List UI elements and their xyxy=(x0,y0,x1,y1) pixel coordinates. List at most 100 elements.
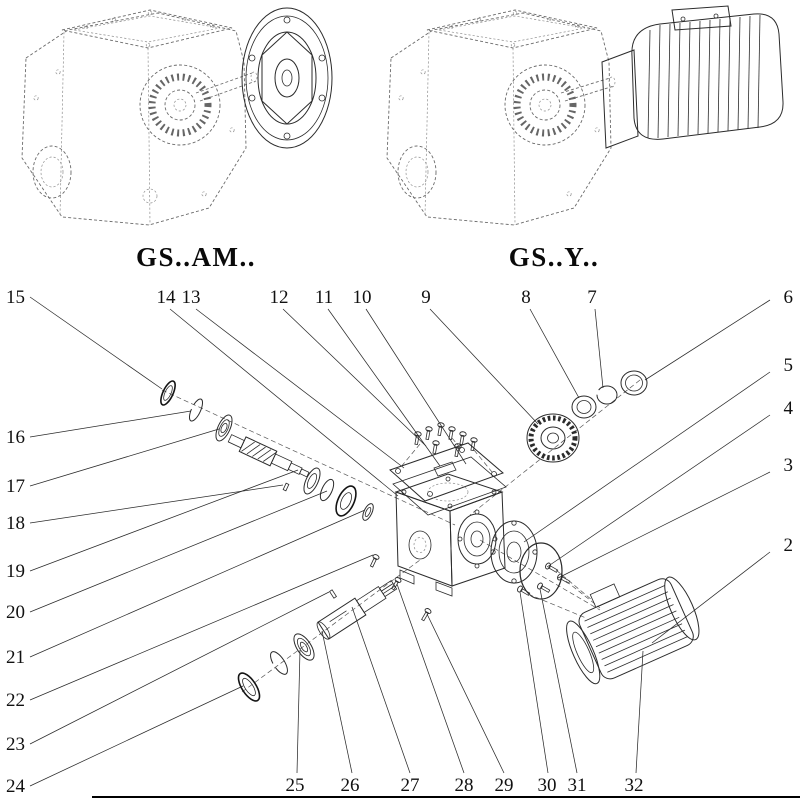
leader-line-part-13 xyxy=(195,308,405,469)
gear-housing xyxy=(394,473,506,597)
part-number-26: 26 xyxy=(341,775,360,796)
leader-line-part-3 xyxy=(557,471,771,579)
leader-line-part-25 xyxy=(296,649,301,774)
leader-line-part-9 xyxy=(429,308,539,425)
output-snap-ring xyxy=(270,651,288,675)
leader-line-part-30 xyxy=(519,591,549,774)
part-number-5: 5 xyxy=(784,355,794,376)
input-bearing-2 xyxy=(303,467,321,495)
flange-bolts xyxy=(516,561,601,619)
part-number-30: 30 xyxy=(538,775,557,796)
input-key xyxy=(282,482,290,492)
leader-line-part-8 xyxy=(529,308,580,399)
output-o-ring xyxy=(519,542,563,600)
exploded-motor xyxy=(566,576,700,685)
variant-label-gs-y: GS..Y.. xyxy=(509,242,600,272)
part-number-15: 15 xyxy=(6,287,25,308)
part-number-6: 6 xyxy=(784,287,794,308)
part-number-8: 8 xyxy=(521,287,531,308)
leader-line-part-19 xyxy=(29,469,299,572)
leader-line-part-16 xyxy=(29,410,192,438)
part-number-7: 7 xyxy=(587,287,597,308)
part-number-10: 10 xyxy=(353,287,372,308)
leader-line-part-10 xyxy=(365,308,467,465)
part-number-22: 22 xyxy=(6,690,25,711)
output-flange xyxy=(490,520,538,584)
electric-motor-drawing xyxy=(601,5,784,149)
part-number-4: 4 xyxy=(784,398,794,419)
part-number-18: 18 xyxy=(6,513,25,534)
mounting-flange-disc xyxy=(241,7,333,149)
input-shim-disc xyxy=(335,485,357,517)
leader-line-part-27 xyxy=(351,606,411,774)
leader-line-part-14 xyxy=(169,308,399,497)
leader-line-part-26 xyxy=(321,630,353,774)
part-number-3: 3 xyxy=(784,455,794,476)
terminal-box xyxy=(671,5,732,31)
cover-gasket xyxy=(392,456,507,516)
input-snap-ring xyxy=(188,398,204,422)
output-oil-seal xyxy=(237,672,261,702)
leader-line-part-15 xyxy=(29,296,163,390)
part-number-24: 24 xyxy=(6,776,26,797)
part-number-11: 11 xyxy=(315,287,333,308)
exploded-view xyxy=(160,370,700,702)
leader-line-part-22 xyxy=(29,554,374,701)
leader-line-part-12 xyxy=(282,308,427,447)
part-number-9: 9 xyxy=(421,287,431,308)
part-number-16: 16 xyxy=(6,427,25,448)
input-washer xyxy=(319,478,335,502)
part-number-17: 17 xyxy=(6,476,25,497)
housing-cover-plate xyxy=(389,442,504,502)
cover-bolts xyxy=(399,421,493,473)
leader-line-part-29 xyxy=(426,613,505,774)
part-number-29: 29 xyxy=(495,775,514,796)
housing-bolt-a xyxy=(368,553,433,623)
part-number-27: 27 xyxy=(401,775,420,796)
gearbox-flange-variant-drawing xyxy=(21,7,333,226)
leader-line-part-31 xyxy=(539,588,578,774)
leader-line-part-24 xyxy=(29,685,244,787)
part-number-14: 14 xyxy=(157,287,177,308)
top-cover-outline xyxy=(61,9,233,49)
leader-line-part-21 xyxy=(29,509,366,658)
leader-line-part-5 xyxy=(523,371,771,543)
leader-line-part-18 xyxy=(29,484,284,524)
leader-line-part-32 xyxy=(635,650,644,774)
part-number-32: 32 xyxy=(625,775,644,796)
part-number-25: 25 xyxy=(286,775,305,796)
part-number-12: 12 xyxy=(270,287,289,308)
input-oil-seal xyxy=(160,380,176,406)
output-key xyxy=(329,589,337,599)
part-number-2: 2 xyxy=(784,535,794,556)
output-shaft xyxy=(316,580,398,640)
leader-line-part-6 xyxy=(644,299,771,381)
leader-line-part-7 xyxy=(594,308,604,389)
gearbox-motor-variant-drawing xyxy=(386,5,784,226)
leader-line-part-23 xyxy=(29,591,330,745)
part-number-20: 20 xyxy=(6,602,25,623)
input-small-ring xyxy=(362,503,374,521)
part-number-23: 23 xyxy=(6,734,25,755)
part-number-31: 31 xyxy=(568,775,587,796)
leader-line-part-20 xyxy=(29,490,328,613)
part-number-13: 13 xyxy=(182,287,201,308)
part-number-19: 19 xyxy=(6,561,25,582)
gear-end-ring xyxy=(620,370,648,396)
leader-line-part-2 xyxy=(651,551,771,644)
input-stator-rings xyxy=(139,64,221,146)
part-number-28: 28 xyxy=(455,775,474,796)
leader-line-part-17 xyxy=(29,428,220,487)
worm-shaft xyxy=(227,434,310,478)
gear-washer xyxy=(571,395,597,419)
part-number-21: 21 xyxy=(6,647,25,668)
gear-snap-ring xyxy=(596,385,618,405)
input-bearing xyxy=(215,414,233,442)
variant-label-gs-am: GS..AM.. xyxy=(136,242,256,272)
input-stator-rings-right xyxy=(504,64,586,146)
output-bearing xyxy=(293,633,315,661)
leader-line-part-11 xyxy=(327,308,441,467)
